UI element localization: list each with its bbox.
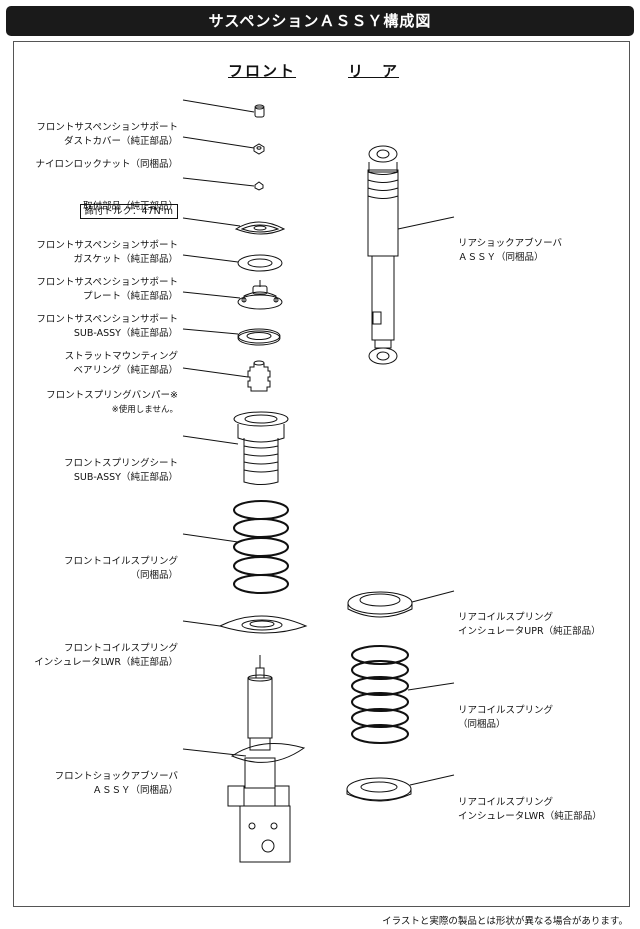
rear-coil-spring-icon: [351, 645, 409, 744]
footer-note: イラストと実際の製品とは形状が異なる場合があります。: [382, 916, 628, 927]
spring-seat-icon: [233, 411, 289, 485]
page-title: サスペンションＡＳＳＹ構成図: [6, 6, 634, 36]
front-lower-insulator-icon: [218, 615, 308, 634]
plate-icon: [237, 254, 283, 272]
mount-part-icon: [254, 181, 264, 191]
rear-heading: リ ア: [348, 62, 400, 80]
rear-part-lower-insulator: リアコイルスプリングインシュレータLWR（純正部品）: [458, 797, 602, 822]
front-part-gasket: フロントサスペンションサポートガスケット（純正部品）: [36, 240, 178, 265]
front-part-dust-cover: フロントサスペンションサポートダストカバー（純正部品）: [36, 122, 178, 147]
front-leader-lines: [182, 99, 255, 757]
rear-part-coil-spring: リアコイルスプリング（同梱品）: [458, 705, 554, 730]
front-part-mount-parts: 取付部品（純正部品）: [82, 201, 178, 212]
rear-part-upper-insulator: リアコイルスプリングインシュレータUPR（純正部品）: [458, 612, 601, 637]
bump-stop-icon: [247, 360, 271, 392]
front-part-bearing: ストラットマウンティングベアリング（純正部品）: [64, 351, 178, 376]
rear-leader-lines: [397, 216, 455, 786]
front-heading: フロント: [228, 62, 297, 80]
front-shock-absorber-icon: [227, 655, 306, 863]
support-sub-assy-icon: [237, 280, 283, 310]
gasket-icon: [234, 221, 286, 235]
rear-shock-absorber-icon: [367, 145, 399, 365]
torque-spec: 締付トルク：47N·m: [79, 204, 178, 219]
front-part-coil-spring: フロントコイルスプリング（同梱品）: [63, 556, 178, 581]
front-part-plate: フロントサスペンションサポートプレート（純正部品）: [36, 277, 178, 302]
front-coil-spring-icon: [233, 500, 289, 594]
front-part-lower-insulator: フロントコイルスプリングインシュレータLWR（純正部品）: [34, 643, 178, 668]
dust-cover-icon: [254, 104, 265, 118]
lock-nut-icon: [253, 143, 265, 155]
diagram-frame: [13, 41, 630, 907]
rear-upper-insulator-icon: [347, 591, 413, 618]
rear-lower-insulator-icon: [346, 777, 412, 802]
bearing-icon: [237, 328, 281, 346]
front-part-bump-stop: フロントスプリングバンパー※※使用しません。: [46, 390, 178, 415]
front-part-lock-nut: ナイロンロックナット（同梱品） 締付トルク：47N·m: [35, 159, 178, 219]
